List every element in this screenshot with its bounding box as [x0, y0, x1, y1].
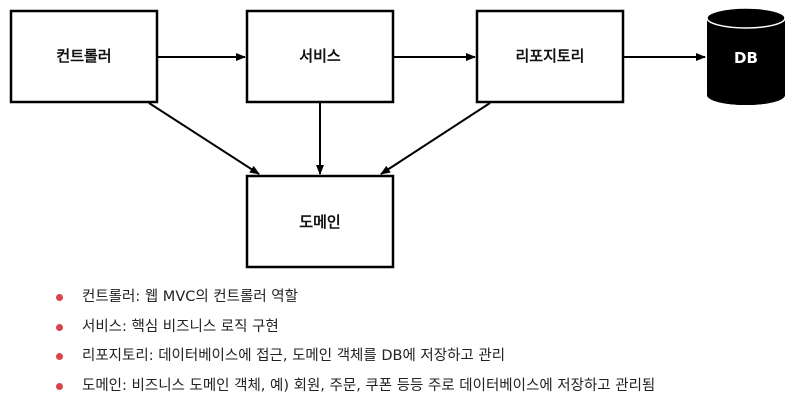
bullet-dot: [56, 294, 63, 301]
controller-box: [9, 9, 159, 104]
db-label: DB: [734, 49, 758, 67]
notes-list: 컨트롤러: 웹 MVC의 컨트롤러 역할 서비스: 핵심 비즈니스 로직 구현 …: [52, 284, 655, 402]
database-cylinder: [706, 7, 786, 105]
bullet-dot: [56, 382, 63, 390]
list-item: 리포지토리: 데이터베이스에 접근, 도메인 객체를 DB에 저장하고 관리: [52, 343, 655, 373]
domain-label: 도메인: [299, 213, 340, 231]
note-text-controller: 컨트롤러: 웹 MVC의 컨트롤러 역할: [82, 289, 298, 305]
list-item: 도메인: 비즈니스 도메인 객체, 예) 회원, 주문, 쿠폰 등등 주로 데이…: [52, 373, 655, 403]
repository-box: [475, 9, 625, 104]
service-label: 서비스: [299, 47, 341, 65]
architecture-diagram: 컨트롤러 서비스 리포지토리 도메인 DB: [9, 7, 786, 269]
controller-label: 컨트롤러: [56, 47, 111, 65]
repository-label: 리포지토리: [515, 47, 584, 65]
note-text-service: 서비스: 핵심 비즈니스 로직 구현: [82, 318, 279, 335]
domain-box: [245, 174, 395, 269]
arrow-repository-to-domain: [380, 102, 491, 175]
list-item: 서비스: 핵심 비즈니스 로직 구현: [52, 314, 655, 344]
bullet-dot: [56, 323, 63, 331]
note-text-repository: 리포지토리: 데이터베이스에 접근, 도메인 객체를 DB에 저장하고 관리: [82, 348, 506, 364]
list-item: 컨트롤러: 웹 MVC의 컨트롤러 역할: [52, 284, 655, 314]
bullet-dot: [56, 353, 63, 360]
note-text-domain: 도메인: 비즈니스 도메인 객체, 예) 회원, 주문, 쿠폰 등등 주로 데이…: [82, 377, 656, 394]
arrow-controller-to-domain: [148, 102, 260, 175]
service-box: [245, 9, 395, 104]
